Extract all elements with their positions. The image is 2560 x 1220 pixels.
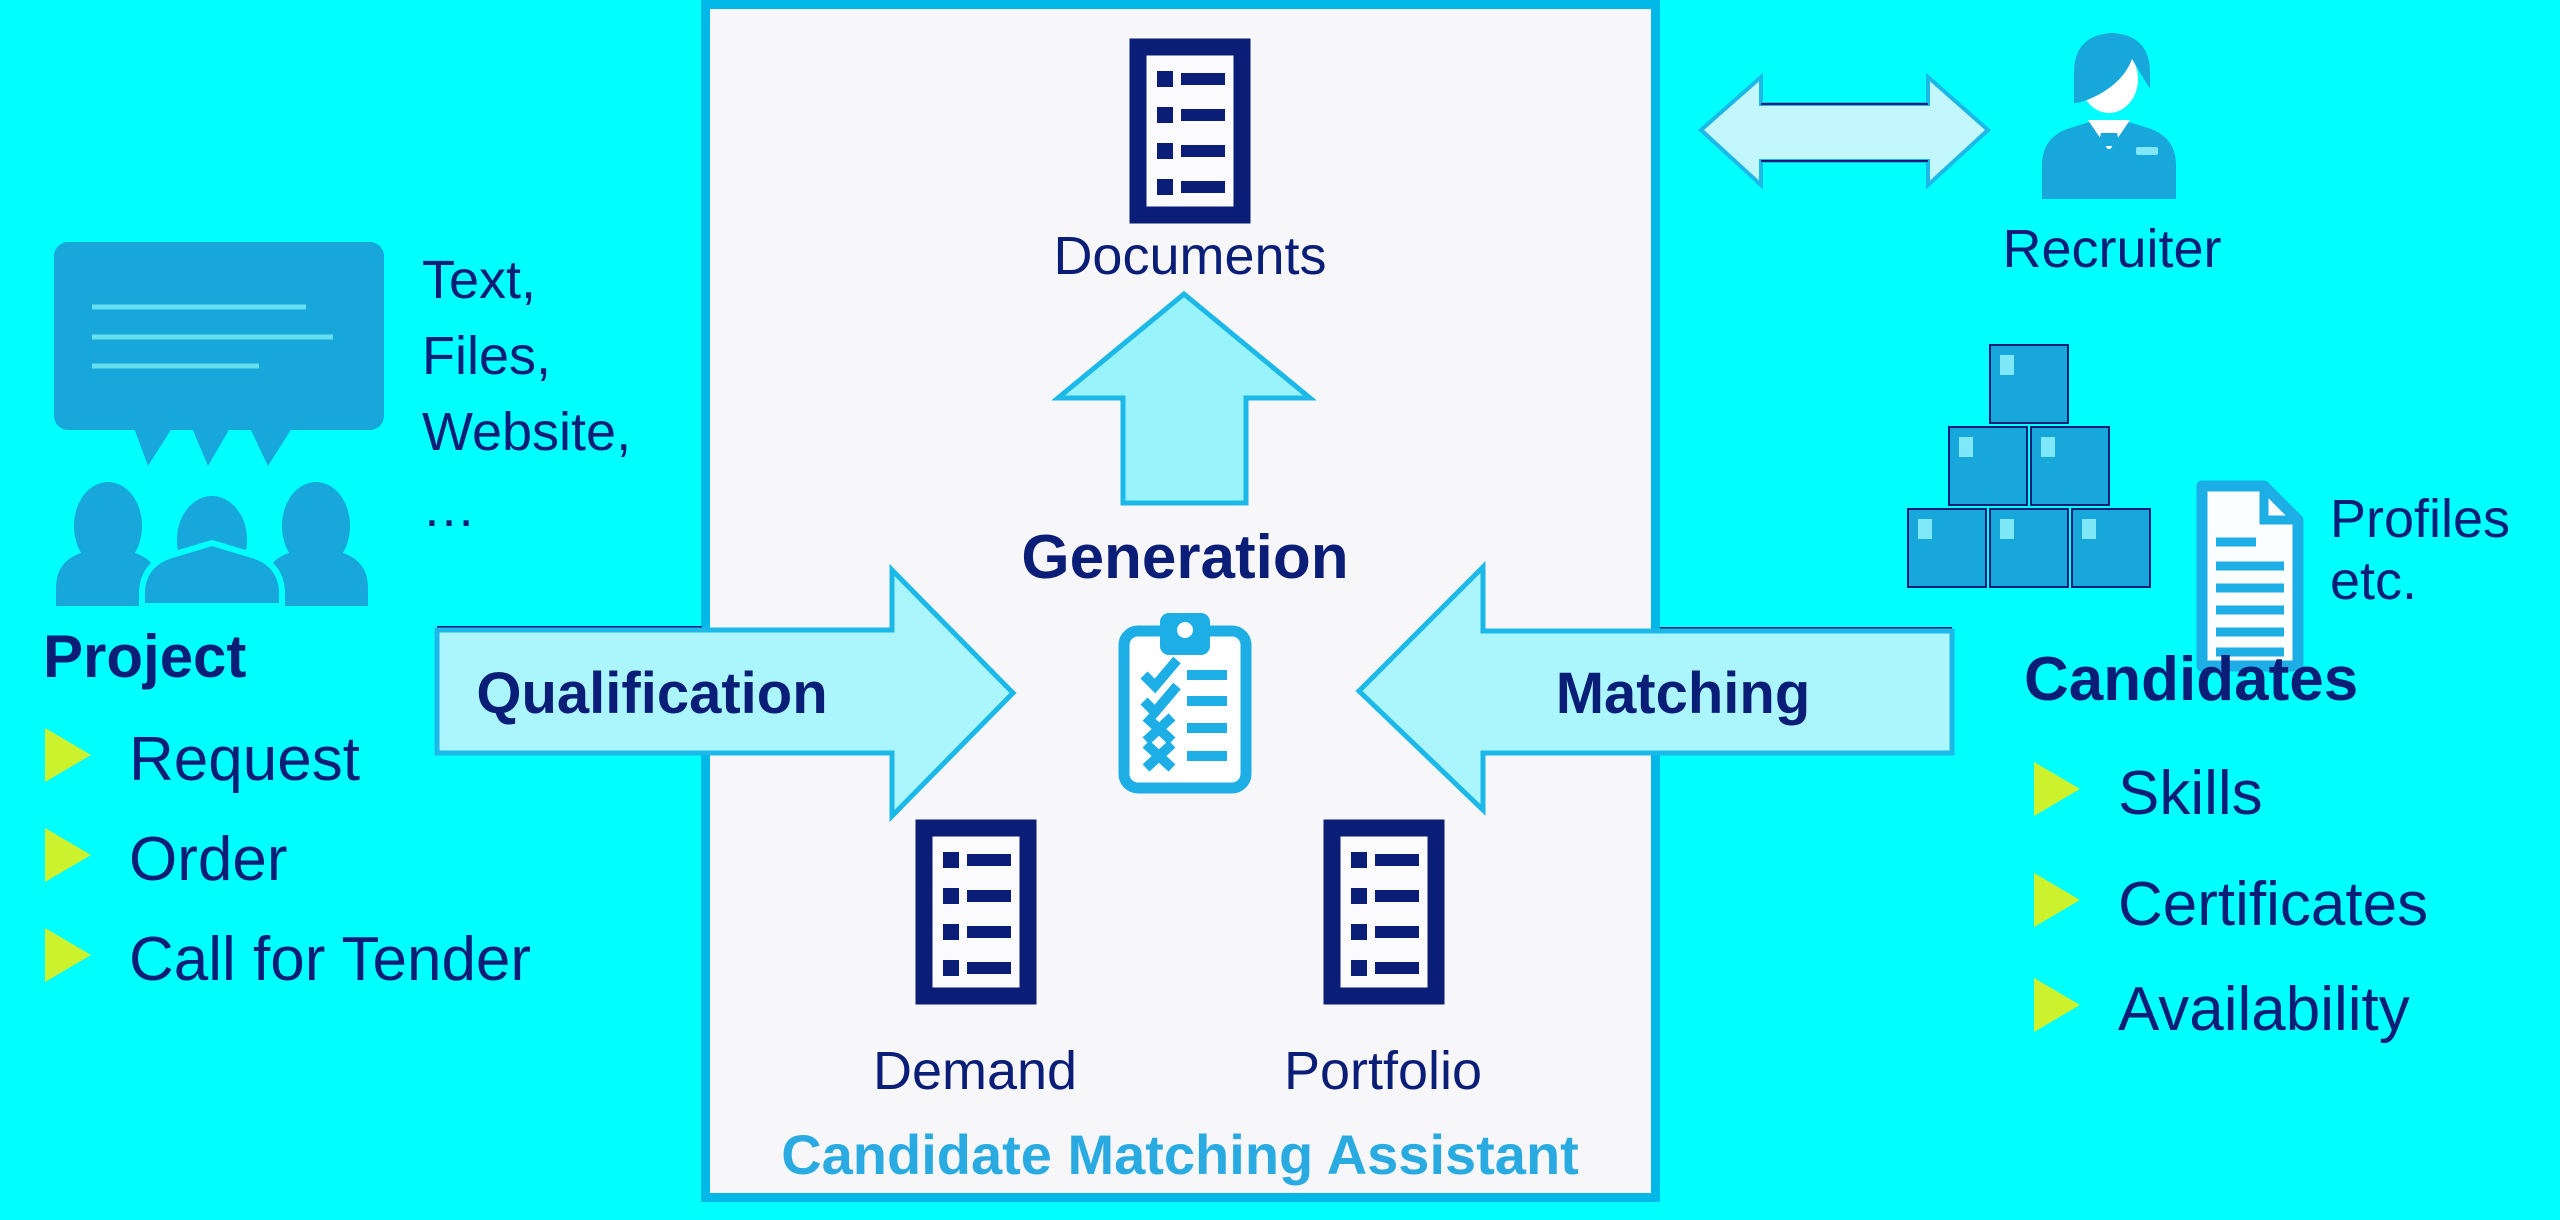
bullet-triangle-icon xyxy=(2034,978,2080,1032)
list-item: Certificates xyxy=(2034,869,2428,940)
demand-label: Demand xyxy=(872,1041,1078,1101)
portfolio-icon xyxy=(1323,819,1445,1005)
profiles-line: Profiles xyxy=(2330,489,2511,549)
list-item: Order xyxy=(45,824,287,895)
double-arrow-icon xyxy=(1698,72,1991,190)
list-item-label: Call for Tender xyxy=(129,925,532,994)
demand-icon xyxy=(915,819,1037,1005)
speech-bubble-people-icon xyxy=(54,242,384,609)
qualification-label: Qualification xyxy=(476,661,828,726)
list-item: Call for Tender xyxy=(45,924,531,995)
documents-label: Documents xyxy=(1053,226,1327,286)
profiles-line: etc. xyxy=(2330,551,2418,611)
profiles-text: Profiles etc. xyxy=(2330,488,2510,612)
documents-icon xyxy=(1129,38,1251,224)
profile-document-icon xyxy=(2196,480,2304,672)
source-line: Files, xyxy=(422,326,552,386)
boxes-stack-icon xyxy=(1907,344,2151,588)
clipboard-checklist-icon xyxy=(1118,613,1252,794)
recruiter-label: Recruiter xyxy=(2002,219,2222,279)
panel-title: Candidate Matching Assistant xyxy=(781,1123,1579,1186)
list-item: Skills xyxy=(2034,758,2263,829)
bullet-triangle-icon xyxy=(45,928,91,982)
bullet-triangle-icon xyxy=(45,828,91,882)
qualification-arrow xyxy=(434,563,1017,823)
portfolio-label: Portfolio xyxy=(1283,1041,1483,1101)
candidates-heading: Candidates xyxy=(2024,645,2359,714)
list-item-label: Order xyxy=(129,825,288,894)
bullet-triangle-icon xyxy=(45,728,91,782)
source-line: Website, xyxy=(422,402,632,462)
project-heading: Project xyxy=(43,623,247,690)
list-item: Availability xyxy=(2034,974,2410,1045)
source-line: Text, xyxy=(422,250,537,310)
recruiter-icon xyxy=(2042,33,2176,199)
bullet-triangle-icon xyxy=(2034,762,2080,816)
list-item-label: Certificates xyxy=(2118,870,2429,939)
list-item-label: Availability xyxy=(2118,975,2410,1044)
matching-label: Matching xyxy=(1555,661,1811,726)
list-item-label: Request xyxy=(129,725,360,794)
bullet-triangle-icon xyxy=(2034,873,2080,927)
generation-label: Generation xyxy=(1021,523,1349,592)
input-sources-text: Text, Files, Website, … xyxy=(422,242,631,546)
source-line: … xyxy=(422,478,476,538)
list-item-label: Skills xyxy=(2118,759,2263,828)
matching-arrow xyxy=(1355,560,1955,816)
generation-up-arrow xyxy=(1051,290,1317,506)
list-item: Request xyxy=(45,724,360,795)
